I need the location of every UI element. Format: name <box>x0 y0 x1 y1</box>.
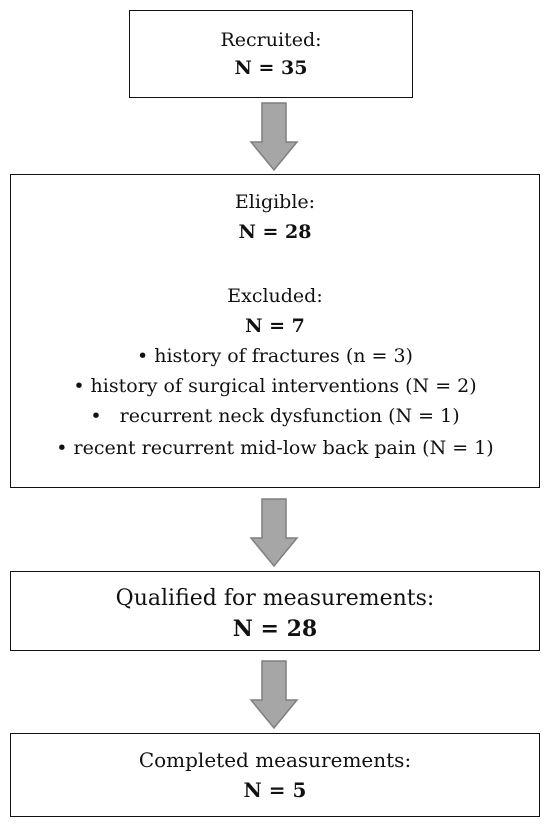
exclusion-reason: • recent recurrent mid-low back pain (N … <box>56 437 494 459</box>
recruited-box: Recruited: N = 35 <box>129 10 413 98</box>
eligible-box: Eligible: N = 28 Excluded: N = 7 • histo… <box>10 174 540 488</box>
exclusion-reason: • history of fractures (n = 3) <box>137 345 413 367</box>
completed-label: Completed measurements: <box>138 748 412 772</box>
down-arrow-icon <box>249 102 299 172</box>
exclusion-reason: • history of surgical interventions (N =… <box>73 375 477 397</box>
exclusion-reason: • recurrent neck dysfunction (N = 1) <box>90 405 460 427</box>
completed-box: Completed measurements: N = 5 <box>10 733 540 817</box>
recruited-label: Recruited: <box>220 29 322 51</box>
qualified-count: N = 28 <box>232 616 318 642</box>
qualified-label: Qualified for measurements: <box>115 586 435 611</box>
eligible-label: Eligible: <box>234 191 316 213</box>
eligible-count: N = 28 <box>238 221 312 243</box>
down-arrow-icon <box>249 498 299 568</box>
down-arrow-icon <box>249 660 299 730</box>
excluded-count: N = 7 <box>245 315 305 337</box>
completed-count: N = 5 <box>243 778 307 802</box>
recruited-count: N = 35 <box>234 57 308 79</box>
qualified-box: Qualified for measurements: N = 28 <box>10 571 540 651</box>
excluded-label: Excluded: <box>227 285 323 307</box>
